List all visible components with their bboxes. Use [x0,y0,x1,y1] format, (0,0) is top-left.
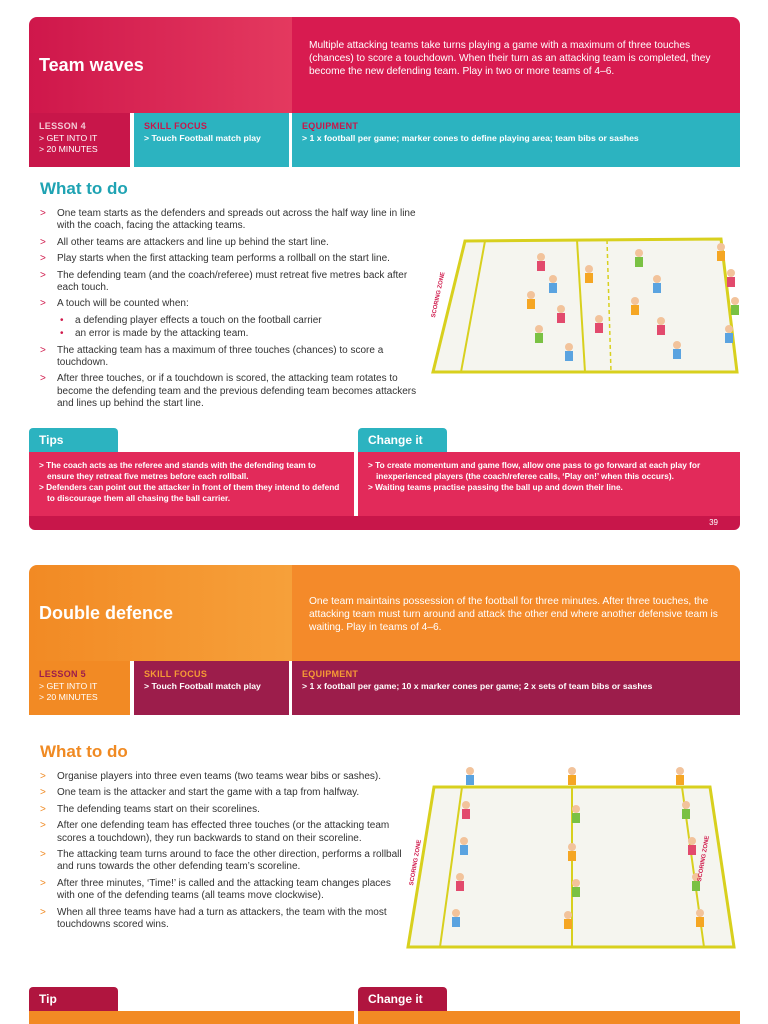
lesson5-info-bar: LESSON 5 > GET INTO IT > 20 MINUTES SKIL… [29,661,740,715]
lesson5-skill-text: > Touch Football match play [144,681,261,691]
lesson5-skill-label: SKILL FOCUS [144,669,208,679]
lesson5-lesson-cell: LESSON 5 > GET INTO IT > 20 MINUTES [29,661,130,715]
lesson4-card: Team waves Multiple attacking teams take… [29,17,740,532]
lesson4-desc-panel: Multiple attacking teams take turns play… [292,17,740,113]
arrow-bullet-icon: > [40,298,46,310]
list-item: •an error is made by the attacking team. [60,328,249,340]
dot-bullet-icon: • [60,328,64,340]
tip-item: > Defenders can point out the attacker i… [39,482,340,503]
arrow-bullet-icon: > [40,344,46,356]
arrow-bullet-icon: > [40,877,46,889]
lesson5-equipment-text: > 1 x football per game; 10 x marker con… [302,681,653,691]
list-item: >The attacking team has a maximum of thr… [40,344,384,369]
arrow-bullet-icon: > [40,208,46,219]
lesson5-skill-cell: SKILL FOCUS > Touch Football match play [134,661,289,715]
list-item: >All other teams are attackers and line … [40,236,329,248]
list-item: >Play starts when the first attacking te… [40,253,390,265]
lesson4-field-illustration [431,237,739,374]
lesson4-description: Multiple attacking teams take turns play… [309,40,711,77]
lesson5-lesson-line-2: > 20 MINUTES [39,692,98,702]
lesson4-title: Team waves [39,55,144,75]
player-figure-icon [452,767,704,929]
lesson4-title-panel: Team waves [29,17,292,113]
lesson4-info-bar: LESSON 4 > GET INTO IT > 20 MINUTES SKIL… [29,113,740,167]
arrow-bullet-icon: > [40,820,46,832]
tip-item: > The coach acts as the referee and stan… [39,460,316,481]
lesson4-what-to-do-title: What to do [40,179,128,198]
list-item: >After three minutes, ‘Time!’ is called … [40,877,391,902]
list-item: >Organise players into three even teams … [40,771,382,782]
arrow-bullet-icon: > [40,373,46,385]
lesson5-title-panel: Double defence [29,565,292,661]
lesson4-lesson-line-2: > 20 MINUTES [39,144,98,154]
lesson4-steps-list: >One team starts as the defenders and sp… [29,208,429,415]
lesson5-equipment-label: EQUIPMENT [302,669,359,679]
lesson4-skill-cell: SKILL FOCUS > Touch Football match play [134,113,289,167]
list-item: >The defending team (and the coach/refer… [40,269,408,294]
lesson5-steps-list: >Organise players into three even teams … [29,771,409,935]
list-item: >After three touches, or if a touchdown … [40,373,417,410]
lesson5-change-tab: Change it [358,987,447,1011]
arrow-bullet-icon: > [40,849,46,861]
lesson5-desc-panel: One team maintains possession of the foo… [292,565,740,661]
lesson4-equipment-label: EQUIPMENT [302,121,359,131]
lesson4-footer-bar: 39 [29,516,740,530]
lesson4-skill-label: SKILL FOCUS [144,121,208,131]
arrow-bullet-icon: > [40,803,46,815]
change-item: > To create momentum and game flow, allo… [368,460,701,481]
list-item: >The defending teams start on their scor… [40,803,260,815]
lesson4-header: Team waves Multiple attacking teams take… [29,17,740,113]
lesson4-skill-text: > Touch Football match play [144,133,261,143]
dot-bullet-icon: • [60,314,64,326]
arrow-bullet-icon: > [40,253,46,265]
list-item: >The attacking team turns around to face… [40,849,402,873]
lesson4-change-tab: Change it [358,428,447,452]
list-item: >A touch will be counted when: [40,298,189,310]
lesson4-lesson-line-1: > GET INTO IT [39,133,98,143]
change-item: > Waiting teams practise passing the bal… [368,482,623,492]
arrow-bullet-icon: > [40,236,46,248]
lesson5-tip-tab: Tip [29,987,118,1011]
arrow-bullet-icon: > [40,771,46,782]
lesson4-tips-tab: Tips [29,428,118,452]
lesson5-header: Double defence One team maintains posses… [29,565,740,661]
lesson5-field-illustration [406,767,736,949]
player-figure-icon [527,243,739,361]
lesson5-equipment-cell: EQUIPMENT > 1 x football per game; 10 x … [292,661,740,715]
list-item: >One team is the attacker and start the … [40,787,360,799]
arrow-bullet-icon: > [40,787,46,799]
lesson5-description: One team maintains possession of the foo… [309,596,718,633]
lesson5-title: Double defence [39,603,174,623]
lesson5-what-to-do-title: What to do [40,742,128,761]
page-number: 39 [709,518,718,527]
list-item: >When all three teams have had a turn as… [40,906,387,931]
lesson4-equipment-text: > 1 x football per game; marker cones to… [302,133,639,143]
lesson5-change-box [358,1011,740,1024]
lesson4-lesson-cell: LESSON 4 > GET INTO IT > 20 MINUTES [29,113,130,167]
lesson5-lesson-label: LESSON 5 [39,669,86,679]
lesson5-lesson-line-1: > GET INTO IT [39,681,98,691]
lesson4-change-box: > To create momentum and game flow, allo… [358,452,740,516]
list-item: >After one defending team has effected t… [40,820,390,844]
lesson5-tip-box [29,1011,354,1024]
arrow-bullet-icon: > [40,269,46,281]
lesson4-lesson-label: LESSON 4 [39,121,86,131]
list-item: >One team starts as the defenders and sp… [40,208,416,232]
list-item: •a defending player effects a touch on t… [60,314,322,326]
lesson4-equipment-cell: EQUIPMENT > 1 x football per game; marke… [292,113,740,167]
arrow-bullet-icon: > [40,906,46,918]
lesson4-tips-box: > The coach acts as the referee and stan… [29,452,354,516]
lesson5-card: Double defence One team maintains posses… [29,565,740,1024]
